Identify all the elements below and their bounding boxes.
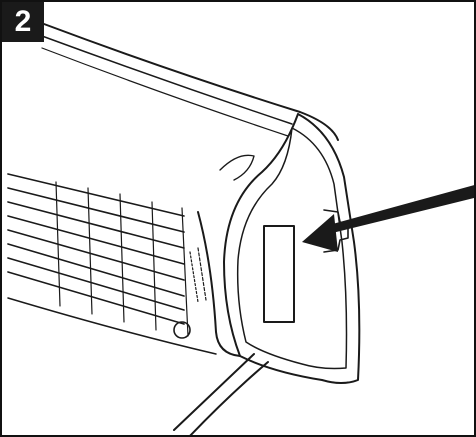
housing-body-edge	[197, 211, 241, 357]
power-cord-top	[173, 353, 255, 431]
end-cap-inner-rim	[236, 127, 348, 370]
pivot-knob	[173, 321, 191, 339]
housing-label-marks	[189, 247, 207, 303]
swirl-mark	[219, 154, 255, 181]
callout-arrow	[302, 185, 474, 252]
mounting-clip	[323, 209, 349, 253]
housing-top-edge	[43, 23, 339, 141]
rating-label	[263, 225, 295, 323]
grille-end-bars	[55, 181, 189, 337]
housing-top-inner	[41, 35, 293, 125]
power-cord-bottom	[189, 361, 269, 435]
housing-top-inner-2	[41, 47, 289, 137]
step-number-badge: 2	[2, 2, 44, 42]
grille-slats	[7, 173, 185, 325]
housing-bottom-edge	[7, 297, 217, 355]
